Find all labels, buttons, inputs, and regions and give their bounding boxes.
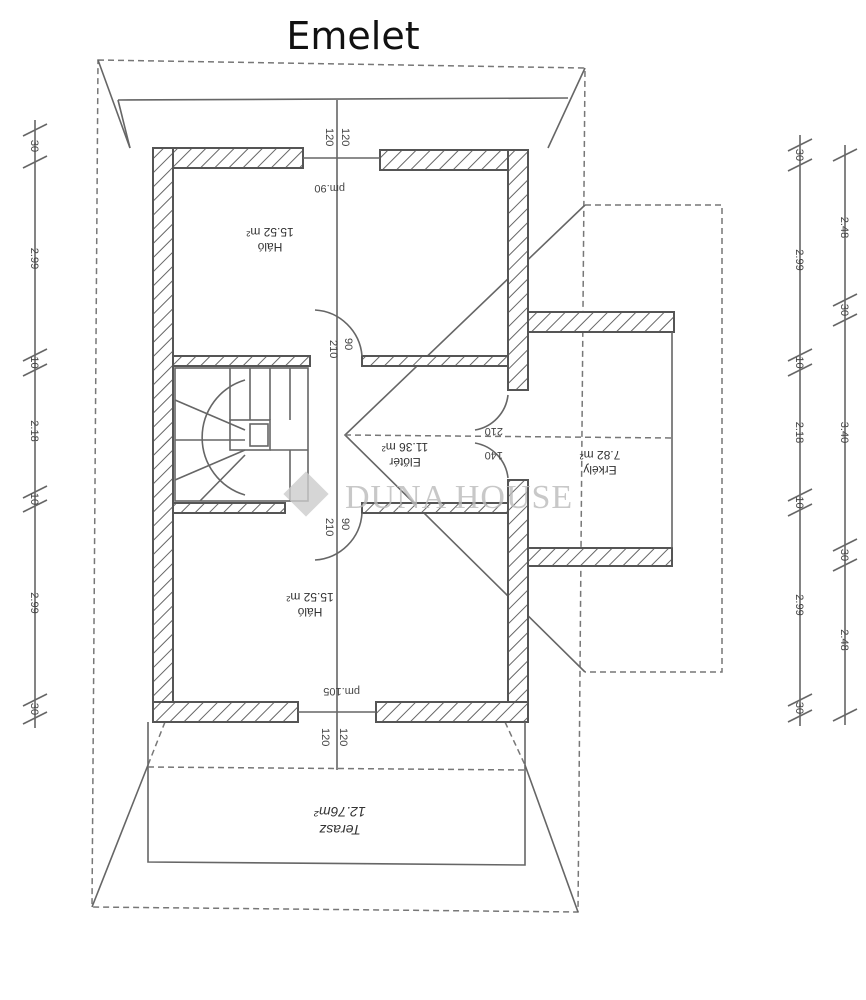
dim-left-tick (22, 123, 48, 137)
dim-right-inner-tick (787, 158, 813, 172)
dim-right-outer-tick (832, 313, 858, 327)
dim-left-tick (22, 348, 48, 362)
dim-right-outer-label: 30 (838, 304, 850, 316)
dim-right-inner-label: 30 (793, 702, 805, 714)
staircase (174, 367, 309, 502)
win-bot-label-a: 120 (319, 728, 331, 746)
dim-left-label: 2.99 (28, 592, 40, 613)
dim-left-tick (22, 155, 48, 169)
room-terasz-name: Terasz (319, 822, 361, 838)
dim-left-label: 30 (28, 140, 40, 152)
door-balcony (474, 394, 509, 479)
dim-left-tick (22, 363, 48, 377)
door-bottom (314, 512, 363, 561)
watermark-text: DUNA HOUSE (345, 479, 573, 516)
walls (152, 147, 675, 723)
room-halo-bottom-area: 15.52 m² (286, 590, 333, 604)
dim-right-inner-label: 10 (793, 356, 805, 368)
room-terasz-area: 12.76m² (313, 804, 366, 820)
door1-width: 90 (342, 338, 354, 350)
room-erkely-area: 7.82 m² (580, 448, 621, 462)
dim-right-inner-label: 30 (793, 149, 805, 161)
dim-right-inner-tick (787, 138, 813, 152)
dim-left-label: 30 (28, 703, 40, 715)
door3-height: 210 (485, 425, 503, 437)
win-bot-label-b: 120 (337, 728, 349, 746)
room-eloter-name: Előtér (389, 455, 420, 469)
dim-right-inner-label: 2.99 (793, 594, 805, 615)
dim-left-tick (22, 693, 48, 707)
door1-height: 210 (327, 340, 339, 358)
dim-left-label: 10 (28, 356, 40, 368)
dim-right-outer-label: 2.48 (838, 217, 850, 238)
win-top-label-b: 120 (339, 128, 351, 146)
dim-right-inner-tick (787, 503, 813, 517)
dim-left-tick (22, 485, 48, 499)
roof-outline (91, 59, 586, 913)
dim-left-label: 2.99 (28, 248, 40, 269)
dim-right-inner-tick (787, 363, 813, 377)
dim-right-inner-tick (787, 348, 813, 362)
dim-left-label: 2.18 (28, 420, 40, 441)
room-halo-bottom-name: Háló (297, 605, 322, 619)
dim-right-outer-tick (832, 293, 858, 307)
dim-left-label: 10 (28, 493, 40, 505)
floor-title: Emelet (286, 14, 420, 58)
room-halo-top-area: 15.52 m² (246, 225, 293, 239)
dim-right-outer-label: 3.40 (838, 422, 850, 443)
dim-right-outer-tick (832, 708, 858, 722)
win-top-label-a: 120 (323, 128, 335, 146)
pm-top-label: pm.90 (314, 182, 345, 194)
door-top (314, 309, 363, 357)
dim-right-outer-label: 30 (838, 549, 850, 561)
dim-right-inner-label: 10 (793, 496, 805, 508)
dim-right-outer-tick (832, 538, 858, 552)
room-erkely-name: Erkély (583, 463, 616, 477)
dim-right-outer-tick (832, 148, 858, 162)
room-eloter-area: 11.36 m² (382, 440, 428, 454)
dimension-chains: 30 2.99 10 2.18 10 2.99 30 30 2.99 10 2.18 10 2.99 30… (22, 120, 858, 728)
door3-width: 140 (485, 449, 503, 461)
dim-right-inner-label: 2.99 (793, 249, 805, 270)
dim-right-inner-label: 2.18 (793, 422, 805, 443)
dim-right-inner-tick (787, 709, 813, 723)
dim-left-tick (22, 499, 48, 513)
watermark: DUNA HOUSE (283, 471, 573, 517)
pm-bottom-label: pm.105 (323, 685, 360, 697)
dim-left-tick (22, 711, 48, 725)
room-halo-top-name: Háló (257, 240, 282, 254)
door2-height: 210 (323, 518, 335, 536)
dim-right-outer-label: 2.48 (838, 629, 850, 650)
dim-right-inner-tick (787, 693, 813, 707)
dim-right-inner-tick (787, 488, 813, 502)
balcony-roof (343, 204, 723, 673)
terrace (147, 722, 526, 866)
dim-right-outer-tick (832, 558, 858, 572)
door2-width: 90 (339, 518, 351, 530)
